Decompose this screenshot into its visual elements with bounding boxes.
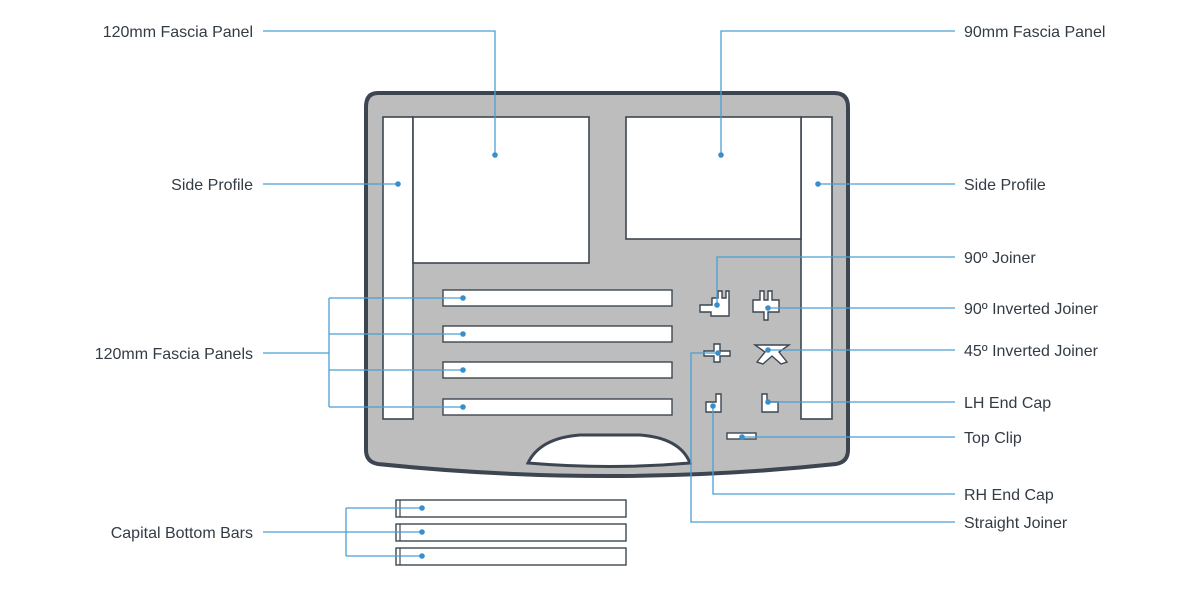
dot-bottom-bar-3 — [419, 553, 425, 559]
leader-straight-joiner — [690, 352, 955, 523]
case-parts — [382, 116, 833, 440]
leader-fascia-panel-120 — [263, 30, 496, 155]
label-fascia-panels-120: 120mm Fascia Panels — [95, 346, 253, 363]
capital-bottom-bars — [395, 499, 627, 566]
fascia-strip-4 — [442, 398, 673, 416]
dot-fascia-strip-3 — [460, 367, 466, 373]
dot-fascia-strip-4 — [460, 404, 466, 410]
leader-fascia-panel-90 — [720, 30, 955, 155]
dot-straight-joiner — [715, 350, 721, 356]
fascia-panel-90-part — [625, 116, 802, 240]
labels: 120mm Fascia Panel Side Profile 120mm Fa… — [95, 24, 1106, 542]
bottom-bar-2 — [395, 523, 627, 542]
dot-rh-end-cap — [710, 403, 716, 409]
dot-side-profile-right — [815, 181, 821, 187]
dot-lh-end-cap — [765, 399, 771, 405]
fascia-strip-2 — [442, 325, 673, 343]
dot-joiner-90 — [714, 302, 720, 308]
label-fascia-panel-120: 120mm Fascia Panel — [103, 24, 253, 41]
dot-top-clip — [739, 434, 745, 440]
bottom-bar-3 — [395, 547, 627, 566]
label-rh-end-cap: RH End Cap — [964, 487, 1054, 504]
dot-fascia-panel-90 — [718, 152, 724, 158]
label-inverted-joiner-45: 45º Inverted Joiner — [964, 343, 1099, 360]
dot-side-profile-left — [395, 181, 401, 187]
label-fascia-panel-90: 90mm Fascia Panel — [964, 24, 1105, 41]
leader-rh-end-cap — [712, 406, 955, 495]
dot-inverted-joiner-90 — [765, 305, 771, 311]
label-joiner-90: 90º Joiner — [964, 250, 1036, 267]
label-straight-joiner: Straight Joiner — [964, 515, 1068, 532]
leader-joiner-90 — [716, 256, 955, 305]
label-lh-end-cap: LH End Cap — [964, 395, 1051, 412]
rh-end-cap-part — [705, 393, 722, 413]
inverted-joiner-90-part — [752, 290, 780, 321]
dot-fascia-panel-120 — [492, 152, 498, 158]
bottom-bar-1 — [395, 499, 627, 518]
label-top-clip: Top Clip — [964, 430, 1022, 447]
fascia-panel-120-part — [412, 116, 590, 264]
case-handle — [525, 433, 693, 468]
dot-fascia-strip-2 — [460, 331, 466, 337]
label-side-profile-left: Side Profile — [171, 177, 253, 194]
label-inverted-joiner-90: 90º Inverted Joiner — [964, 301, 1099, 318]
dot-fascia-strip-1 — [460, 295, 466, 301]
leader-dots — [395, 152, 821, 559]
side-profile-left-part — [382, 116, 414, 420]
label-capital-bottom-bars: Capital Bottom Bars — [111, 525, 253, 542]
joiner-90-part — [699, 290, 730, 317]
leader-lines — [263, 30, 955, 557]
dot-inverted-joiner-45 — [765, 347, 771, 353]
fascia-strip-1 — [442, 289, 673, 307]
fascia-strip-3 — [442, 361, 673, 379]
label-side-profile-right: Side Profile — [964, 177, 1046, 194]
side-profile-right-part — [800, 116, 833, 420]
dot-bottom-bar-1 — [419, 505, 425, 511]
dot-bottom-bar-2 — [419, 529, 425, 535]
